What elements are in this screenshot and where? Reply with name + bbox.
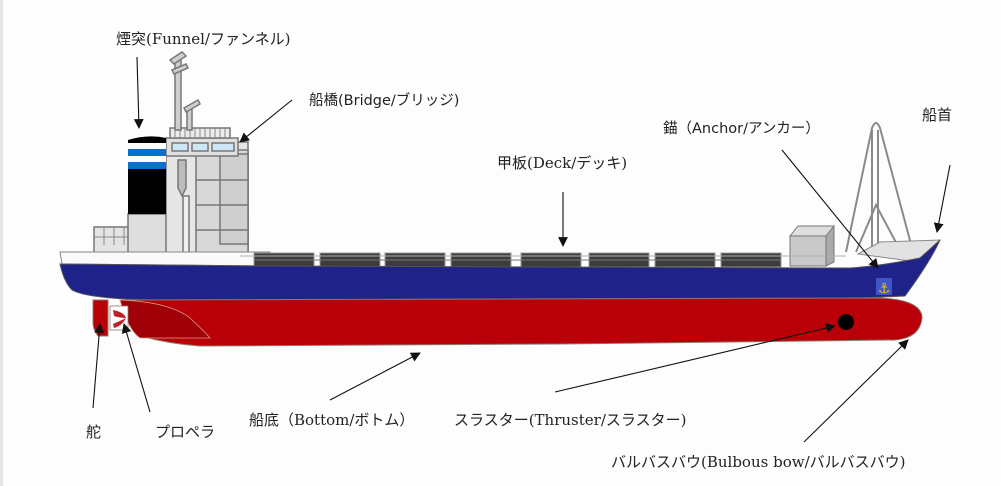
bow-deckhouse (788, 224, 836, 267)
propeller-icon (109, 305, 129, 331)
arrow-bulbous-bow (803, 339, 909, 443)
rudder (92, 299, 109, 337)
label-deck: 甲板(Deck/デッキ) (497, 154, 628, 172)
thruster-icon (838, 314, 854, 330)
arrow-anchor (781, 149, 879, 269)
label-funnel: 煙突(Funnel/ファンネル) (116, 30, 291, 48)
cargo-hatches (240, 252, 846, 268)
bridge-house (165, 127, 239, 157)
label-anchor: 錨（Anchor/アンカー） (663, 121, 820, 137)
arrow-funnel (133, 56, 144, 129)
label-rudder: 舵 (86, 423, 102, 441)
svg-text:⚓: ⚓ (878, 281, 891, 297)
label-bottom: 船底（Bottom/ボトム） (249, 411, 415, 429)
anchor-icon: ⚓ (876, 278, 892, 297)
page-edge (0, 0, 3, 486)
label-thruster: スラスター(Thruster/スラスター) (454, 411, 687, 429)
arrow-rudder (92, 323, 105, 409)
label-bridge: 船橋(Bridge/ブリッジ) (309, 93, 460, 109)
arrow-propeller (121, 323, 151, 413)
funnel (128, 136, 166, 214)
label-propeller: プロペラ (155, 423, 216, 441)
arrow-bottom (329, 352, 421, 401)
arrow-bow (933, 164, 951, 233)
arrow-bridge (239, 99, 293, 143)
label-bow: 船首 (922, 106, 953, 124)
label-bulbous-bow: バルバスバウ(Bulbous bow/バルバスバウ) (611, 453, 906, 471)
arrow-thruster (554, 323, 836, 393)
callout-arrows (92, 56, 951, 443)
superstructure (93, 141, 249, 261)
lower-hull (119, 297, 923, 347)
bow-mast (845, 122, 913, 253)
upper-hull (59, 239, 941, 301)
radar-mast (168, 51, 201, 131)
